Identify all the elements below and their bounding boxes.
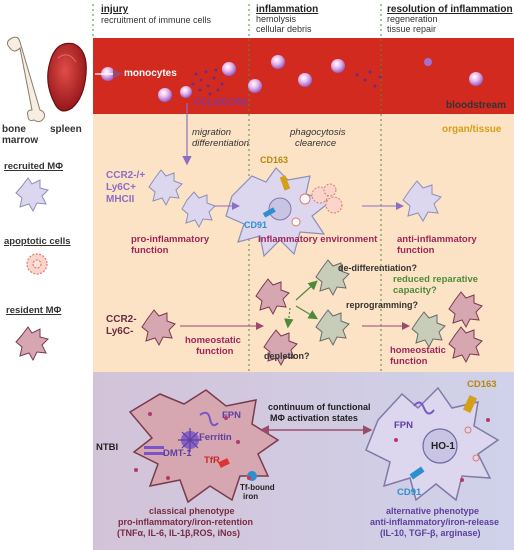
label-apoptotic-cells: apoptotic cells [4,236,71,247]
homeostatic-function-2: function [196,346,234,357]
classical-macrophage [128,389,280,504]
alternative-phenotype-1: alternative phenotype [386,506,480,516]
tfr-label: TfR [204,455,220,466]
classical-phenotype-2: pro-inflammatory/iron-retention [118,517,254,527]
resident-marker-1: CCR2- [106,314,137,325]
homeostatic-function-res-2: function [390,356,428,367]
recruited-macrophages [148,169,442,229]
resident-macrophage-icon [15,326,49,362]
inflammatory-environment-label: inflammatory environment [258,234,378,245]
label-spleen: spleen [50,124,82,135]
tf-bound-label-1: Tf-bound [240,483,275,492]
chemokine-dots [191,68,382,96]
apoptotic-cell-icon [26,253,48,275]
monocytes-label: monocytes [124,68,177,79]
reprogramming-label: reprogramming? [346,300,419,310]
recruited-macrophage-icon [15,177,49,213]
ccl2-ccr2-label: CCL2/CCR2 [194,97,248,108]
alternative-phenotype-3: (IL-10, TGF-β, arginase) [380,528,481,538]
resident-macrophages [141,278,483,367]
alternative-macrophage [365,386,500,502]
label-recruited-mphi: recruited MΦ [4,161,64,172]
reduced-reparative-1: reduced reparative [393,274,479,285]
reprogrammed-macrophages [315,259,446,349]
organ-tissue-label: organ/tissue [442,124,502,135]
cd91-label-bottom: CD91 [397,487,422,498]
phase-subtitle-hemolysis: hemolysis [256,14,297,24]
phagocytosis-label: phagocytosis [290,127,346,138]
anti-inflammatory-function-1: anti-inflammatory [397,234,477,245]
inflammatory-macrophage [225,167,332,258]
bloodstream-label: bloodstream [446,100,507,111]
clearence-label: clearence [295,138,337,149]
dmt1-label: DMT-1 [163,448,192,459]
apoptotic-cells-cluster [311,183,343,214]
resident-marker-2: Ly6C- [106,326,134,337]
monocyte-cells [101,55,483,102]
alternative-phenotype-2: anti-inflammatory/iron-release [370,517,500,527]
fpn-label-left: FPN [222,410,241,421]
differentiation-label: differentiation [192,138,250,149]
phase-subtitle-injury: recruitment of immune cells [101,15,212,25]
classical-phenotype-3: (TNFα, IL-6, IL-1β,ROS, iNos) [117,528,241,538]
ntbi-label: NTBI [96,442,119,453]
migration-label: migration [192,127,232,138]
spleen-icon [47,42,87,112]
continuum-label-2: MΦ activation states [270,413,358,423]
phase-subtitle-debris: cellular debris [256,24,312,34]
cd91-label-top: CD91 [244,220,268,230]
pro-inflammatory-function-2: function [131,245,169,256]
phase-title-injury: injury [101,4,129,15]
bone-icon [6,36,45,123]
cd163-label-top: CD163 [260,155,289,165]
anti-inflammatory-function-2: function [397,245,435,256]
tf-bound-iron-icon [247,471,257,481]
phase-title-inflammation: inflammation [256,4,319,15]
cd163-label-bottom: CD163 [467,379,497,390]
depletion-label: depletion? [264,351,310,361]
tf-bound-label-2: iron [243,492,259,501]
label-bone-marrow: bone marrow [2,124,39,146]
recruited-marker-2: Ly6C+ [106,182,136,193]
label-resident-mphi: resident MΦ [6,305,62,316]
recruited-marker-1: CCR2-/+ [106,170,146,181]
homeostatic-function-res-1: homeostatic [390,345,446,356]
de-differentiation-label: de-differentiation? [338,263,417,273]
classical-phenotype-1: classical phenotype [149,506,235,516]
homeostatic-function-1: homeostatic [185,335,241,346]
fpn-label-right: FPN [394,420,413,431]
phase-subtitle-repair: tissue repair [387,24,437,34]
phase-subtitle-regeneration: regeneration [387,14,438,24]
reduced-reparative-2: capacity? [393,285,437,296]
pro-inflammatory-function-1: pro-inflammatory [131,234,210,245]
continuum-label-1: continuum of functional [268,402,371,412]
recruited-marker-3: MHCII [106,194,135,205]
ferritin-label: Ferritin [199,432,232,443]
phase-title-resolution: resolution of inflammation [387,4,513,15]
ho1-label: HO-1 [431,441,455,452]
